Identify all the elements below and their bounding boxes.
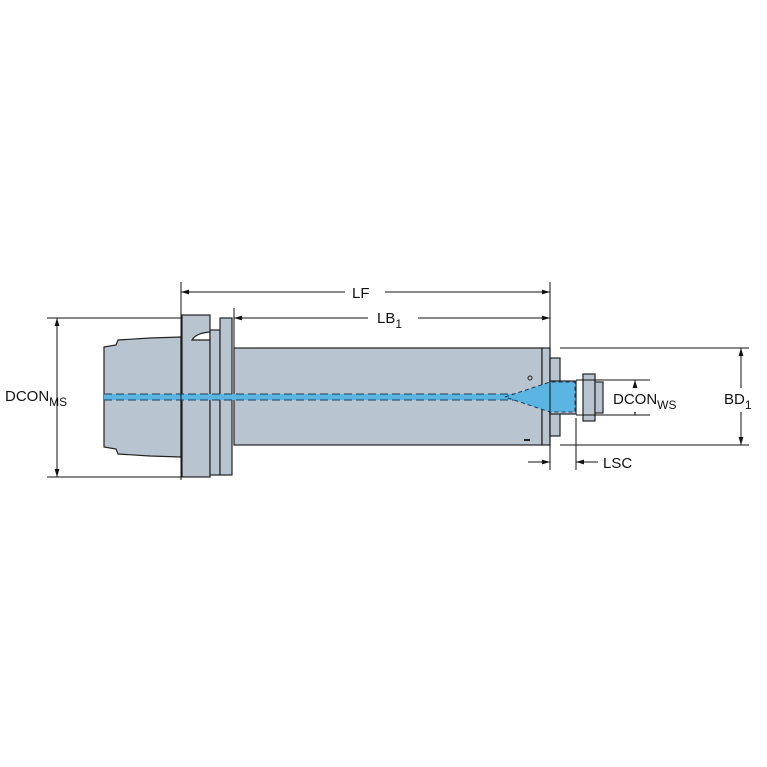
lf-label: LF xyxy=(352,285,370,302)
lsc-label: LSC xyxy=(603,455,632,472)
marker-dot xyxy=(527,375,533,381)
groove-ring-1 xyxy=(209,329,221,476)
adapter-nub xyxy=(594,381,604,414)
adapter-collar xyxy=(582,373,596,422)
dcon-ws-label: DCONWS xyxy=(613,391,677,412)
lb1-label: LB1 xyxy=(377,310,402,331)
dcon-ms-label: DCONMS xyxy=(5,388,67,409)
marker-slot xyxy=(524,439,530,441)
bd1-label: BD1 xyxy=(724,391,752,412)
coolant-channel xyxy=(104,381,576,413)
